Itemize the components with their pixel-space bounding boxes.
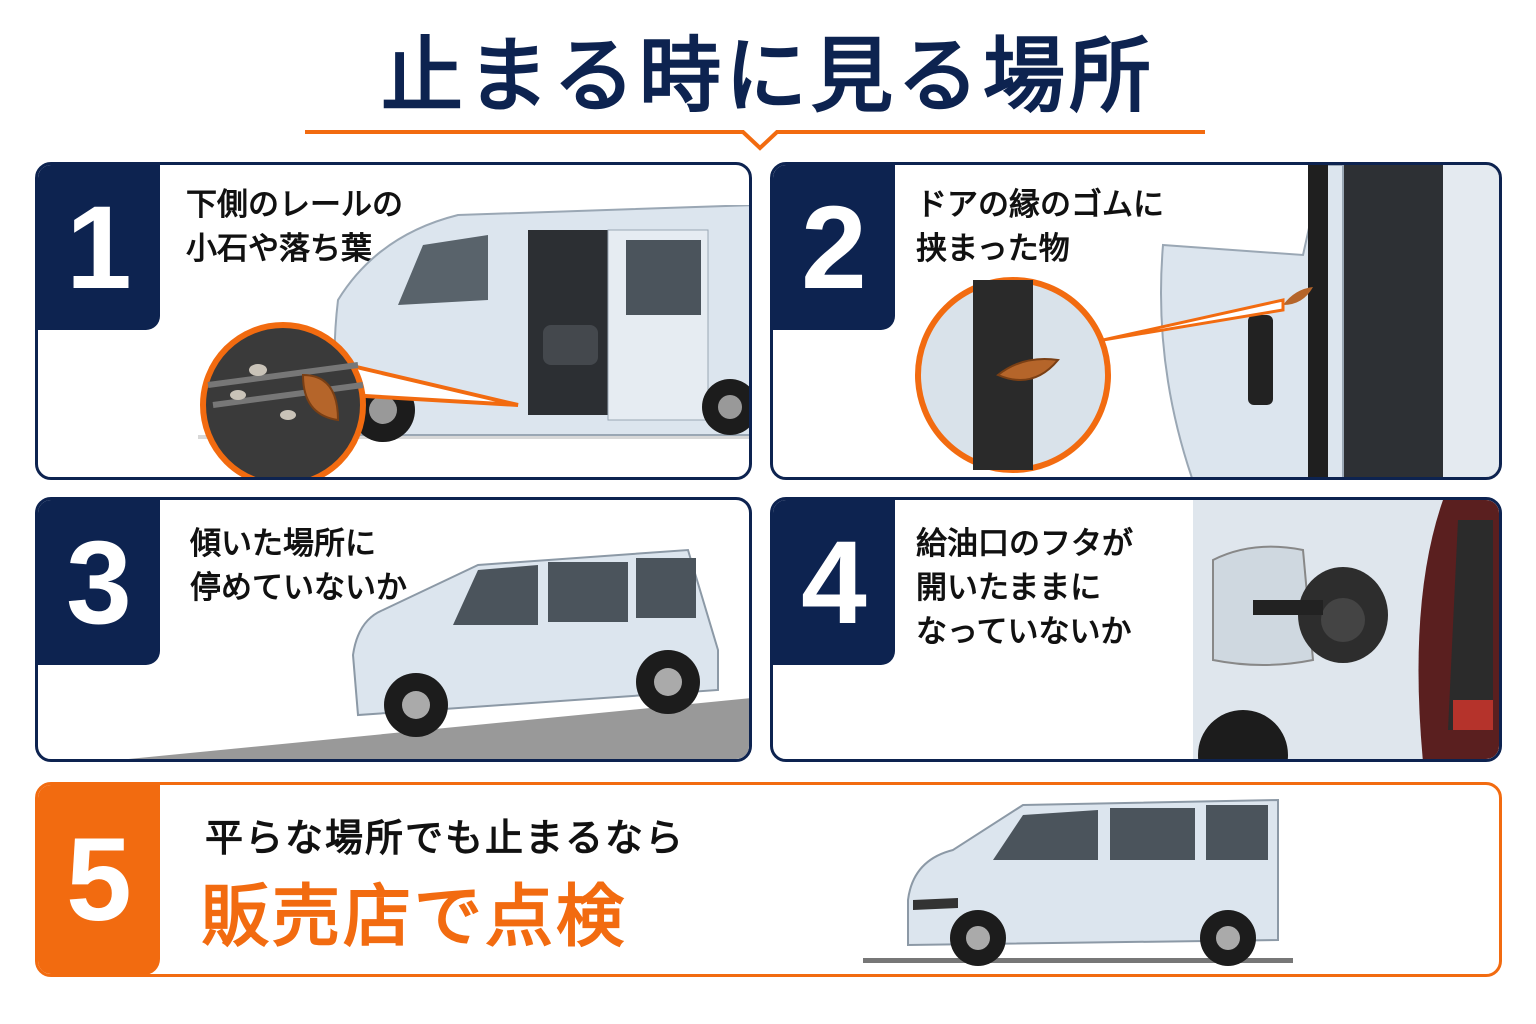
panel-1: 1 下側のレールの 小石や落ち葉 [35, 162, 752, 480]
car-side-icon [863, 798, 1293, 966]
panel-5-line1: 平らな場所でも止まるなら [205, 816, 686, 860]
fuel-lid-open-icon [1193, 500, 1499, 759]
panel-2-text: ドアの縁のゴムに 挟まった物 [916, 187, 1164, 267]
car-on-slope-icon [128, 548, 749, 759]
panel-5-line2: 販売店で点検 [201, 878, 628, 957]
panel-5-number: 5 [38, 785, 160, 974]
panel-2: 2 ドアの縁のゴムに 挟まった物 [770, 162, 1502, 480]
panel-3: 3 傾いた場所に 停めていないか [35, 497, 752, 762]
panel-2-number: 2 [773, 165, 895, 330]
door-rubber-leaf-icon [915, 165, 1499, 477]
page-title: 止まる時に見る場所 [380, 29, 1155, 124]
panel-3-number: 3 [38, 500, 160, 665]
panel-5: 5 平らな場所でも止まるなら 販売店で点検 [35, 782, 1502, 977]
title-underline [305, 130, 1205, 151]
panel-1-number: 1 [38, 165, 160, 330]
panel-4: 4 給油口のフタが 開いたままに なっていないか [770, 497, 1502, 762]
panel-3-text: 傾いた場所に 停めていないか [190, 526, 407, 606]
panel-1-text: 下側のレールの 小石や落ち葉 [186, 187, 403, 267]
panel-4-number: 4 [773, 500, 895, 665]
panel-4-text: 給油口のフタが 開いたままに なっていないか [916, 526, 1133, 650]
sliding-door-rail-leaf-icon [198, 205, 749, 477]
